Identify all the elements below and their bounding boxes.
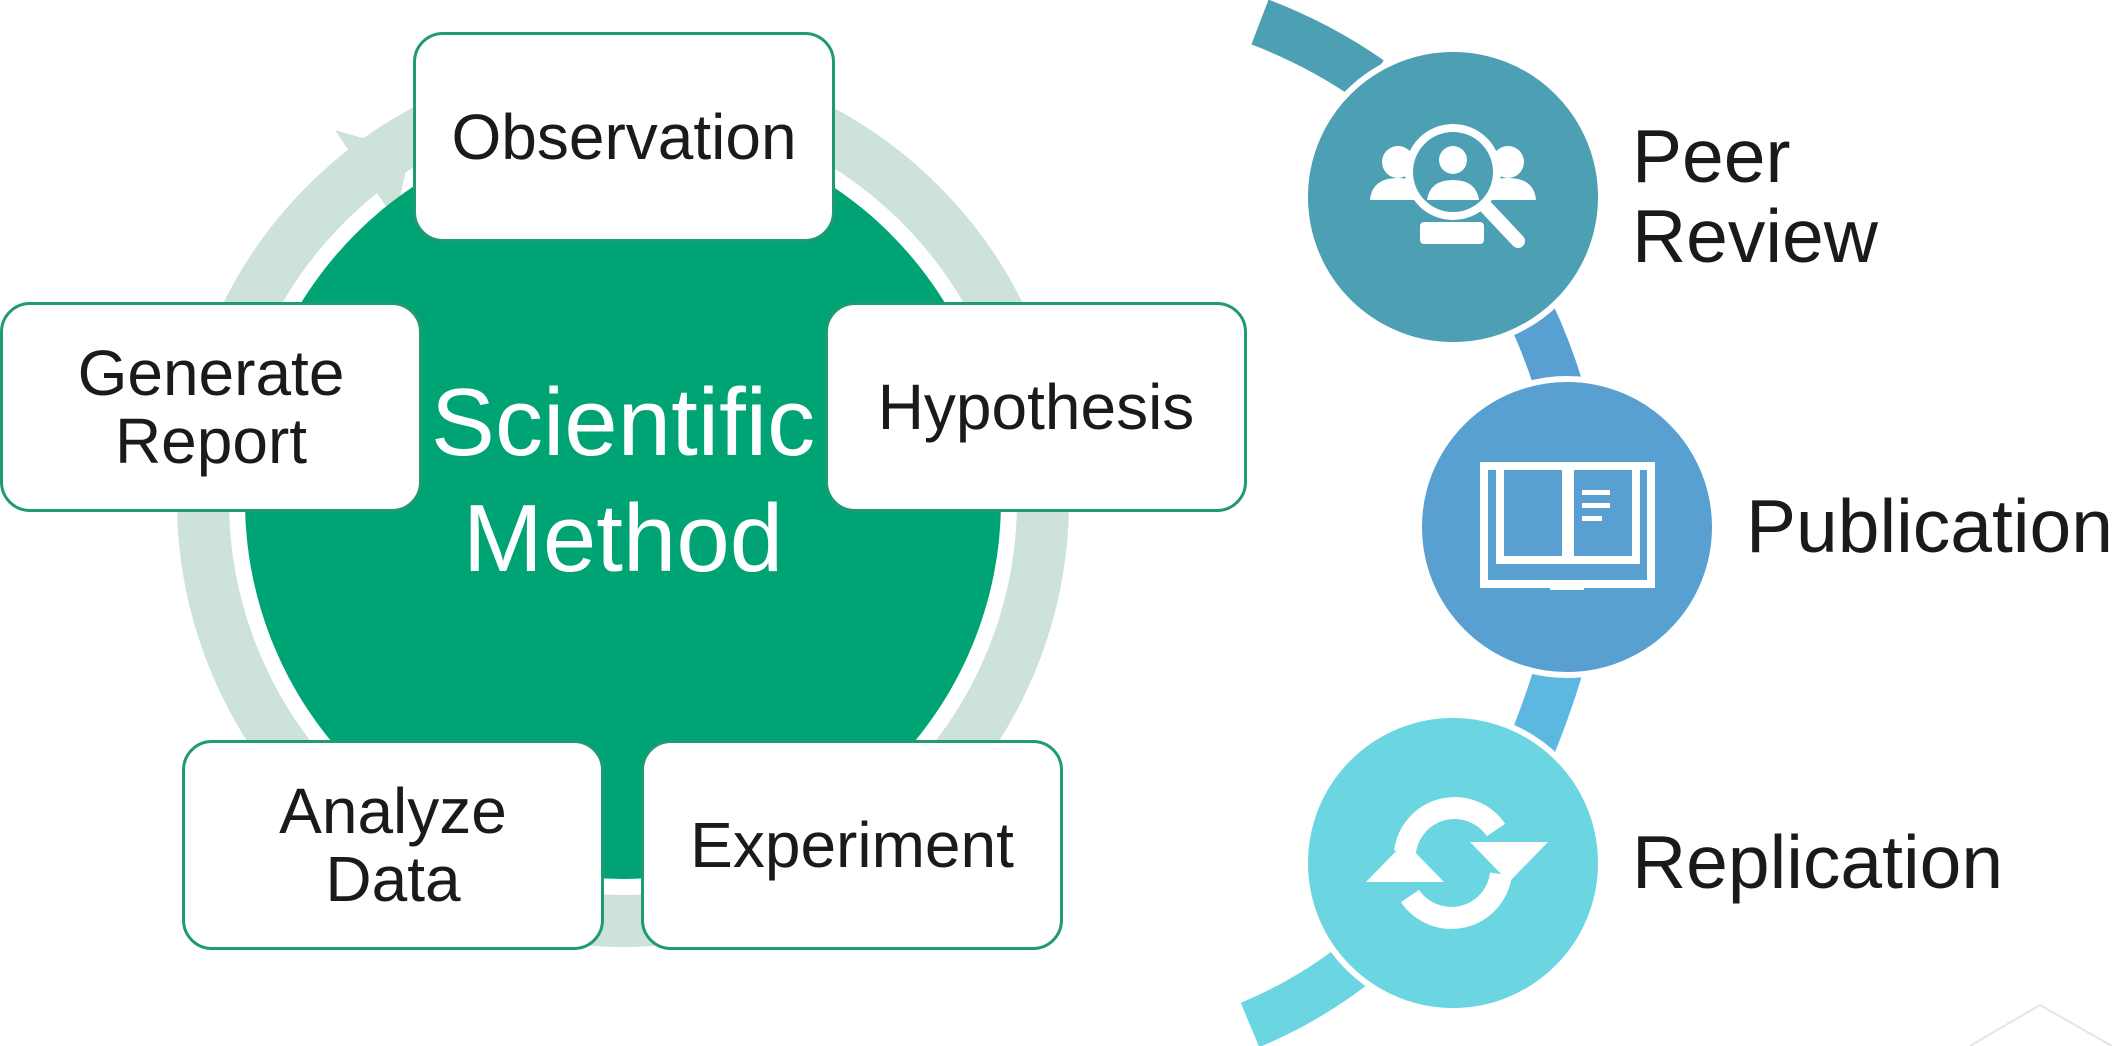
peer-review-label: Peer Review — [1632, 116, 1878, 276]
center-title-line1: Scientific — [430, 369, 816, 476]
replication-circle — [1302, 712, 1604, 1014]
open-book-icon — [1480, 462, 1655, 590]
cycle-arrow-head — [335, 130, 410, 220]
center-title: Scientific Method — [400, 365, 846, 597]
step-generate-report-line1: Generate — [77, 337, 345, 409]
step-analyze-data: Analyze Data — [182, 740, 604, 950]
pipeline-arc-top — [1251, 0, 1384, 100]
step-generate-report-line2: Report — [114, 405, 308, 477]
step-experiment-label: Experiment — [690, 809, 1014, 881]
step-observation-label: Observation — [451, 101, 797, 173]
replication-label-text: Replication — [1632, 820, 2004, 904]
method-circle — [245, 123, 1001, 879]
step-experiment: Experiment — [641, 740, 1063, 950]
step-hypothesis: Hypothesis — [825, 302, 1247, 512]
peer-review-magnifier-icon — [1370, 124, 1536, 248]
corner-decoration — [1969, 1003, 2112, 1046]
peer-review-label-line1: Peer — [1632, 114, 1791, 198]
center-title-line2: Method — [462, 485, 784, 592]
step-observation: Observation — [413, 32, 835, 242]
peer-review-label-line2: Review — [1632, 194, 1878, 278]
refresh-arrows-icon — [1366, 797, 1548, 929]
step-generate-report: Generate Report — [0, 302, 422, 512]
step-hypothesis-label: Hypothesis — [877, 371, 1195, 443]
pipeline-arc-bottom — [1240, 941, 1375, 1046]
step-analyze-data-line1: Analyze — [279, 775, 507, 847]
replication-label: Replication — [1632, 822, 2003, 902]
publication-label-text: Publication — [1746, 484, 2112, 568]
step-analyze-data-line2: Data — [325, 843, 461, 915]
publication-label: Publication — [1746, 486, 2112, 566]
